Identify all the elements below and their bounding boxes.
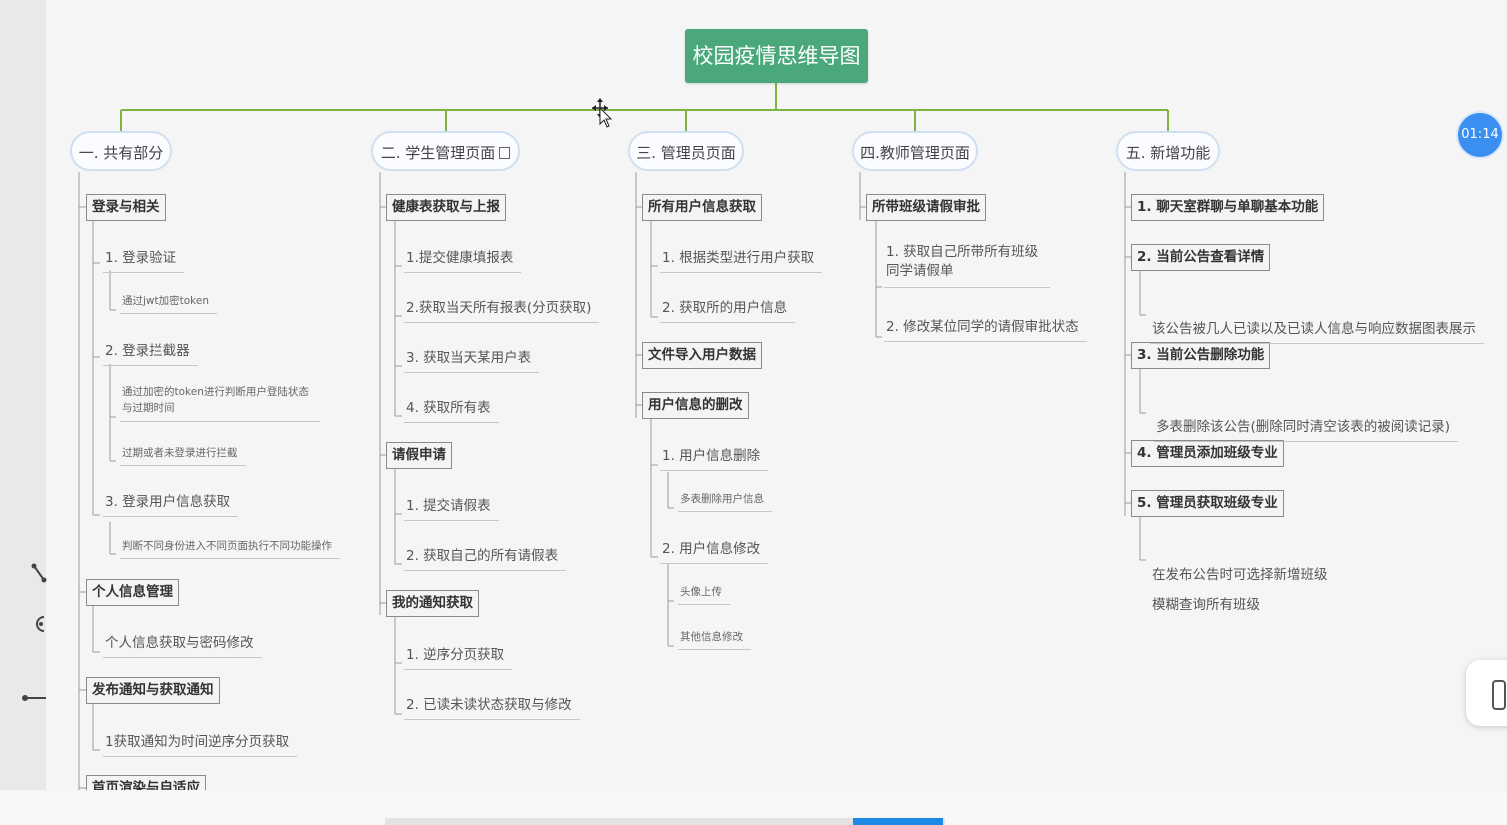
node-delete-records[interactable]: 多表删除该公告(删除同时清空该表的被阅读记录) bbox=[1154, 415, 1459, 442]
line-tool-icon[interactable] bbox=[20, 690, 48, 706]
node-read-chart[interactable]: 该公告被几人已读以及已读人信息与响应数据图表展示 bbox=[1150, 317, 1484, 344]
node-user-report[interactable]: 3. 获取当天某用户表 bbox=[404, 346, 540, 373]
node-profile-password[interactable]: 个人信息获取与密码修改 bbox=[103, 631, 262, 658]
node-reverse-paging[interactable]: 1. 逆序分页获取 bbox=[404, 643, 513, 670]
node-submit-health[interactable]: 1.提交健康填报表 bbox=[404, 246, 522, 273]
branch-label: 三. 管理员页面 bbox=[636, 144, 736, 162]
section-profile[interactable]: 个人信息管理 bbox=[86, 579, 179, 606]
node-avatar-upload[interactable]: 头像上传 bbox=[678, 584, 730, 605]
node-daily-reports[interactable]: 2.获取当天所有报表(分页获取) bbox=[404, 296, 600, 323]
node-fuzzy-search[interactable]: 模糊查询所有班级 bbox=[1152, 597, 1260, 613]
floating-widget[interactable] bbox=[1466, 660, 1507, 726]
horizontal-scrollbar[interactable] bbox=[385, 818, 945, 825]
node-user-modify[interactable]: 2. 用户信息修改 bbox=[660, 537, 769, 564]
node-multi-table-delete[interactable]: 多表删除用户信息 bbox=[678, 491, 772, 512]
node-intercept-expired[interactable]: 过期或者未登录进行拦截 bbox=[120, 445, 246, 466]
left-strip bbox=[0, 0, 46, 825]
section-leave-approval[interactable]: 所带班级请假审批 bbox=[866, 194, 986, 221]
branch-new-features[interactable]: 五. 新增功能 bbox=[1116, 131, 1220, 171]
node-notice-paging[interactable]: 1获取通知为时间逆序分页获取 bbox=[103, 730, 298, 757]
section-notice-detail[interactable]: 2. 当前公告查看详情 bbox=[1131, 244, 1271, 271]
node-login-interceptor[interactable]: 2. 登录拦截器 bbox=[103, 339, 198, 366]
branch-student-pages[interactable]: 二. 学生管理页面 bbox=[371, 131, 520, 171]
connector-tool-icon[interactable] bbox=[28, 560, 48, 590]
branch-label: 五. 新增功能 bbox=[1125, 144, 1211, 162]
node-login-user-info[interactable]: 3. 登录用户信息获取 bbox=[103, 490, 239, 517]
branch-admin-pages[interactable]: 三. 管理员页面 bbox=[628, 131, 744, 171]
scrollbar-thumb[interactable] bbox=[853, 818, 943, 825]
node-token-check[interactable]: 通过加密的token进行判断用户登陆状态与过期时间 bbox=[120, 384, 320, 422]
branch-common[interactable]: 一. 共有部分 bbox=[70, 131, 172, 171]
section-my-notices[interactable]: 我的通知获取 bbox=[386, 590, 479, 617]
node-jwt-token[interactable]: 通过jwt加密token bbox=[120, 293, 217, 314]
branch-label: 四.教师管理页面 bbox=[860, 144, 970, 162]
section-user-edit[interactable]: 用户信息的删改 bbox=[642, 392, 749, 419]
note-icon[interactable] bbox=[499, 147, 511, 159]
target-tool-icon[interactable] bbox=[32, 614, 48, 634]
section-file-import[interactable]: 文件导入用户数据 bbox=[642, 342, 762, 369]
branch-teacher-pages[interactable]: 四.教师管理页面 bbox=[852, 131, 978, 171]
section-notifications[interactable]: 发布通知与获取通知 bbox=[86, 677, 220, 704]
node-other-info[interactable]: 其他信息修改 bbox=[678, 629, 751, 650]
node-users-by-type[interactable]: 1. 根据类型进行用户获取 bbox=[660, 246, 823, 273]
mindmap-canvas[interactable] bbox=[46, 0, 1507, 790]
mindmap-root-title[interactable]: 校园疫情思维导图 bbox=[685, 29, 868, 83]
node-submit-leave[interactable]: 1. 提交请假表 bbox=[404, 494, 499, 521]
node-role-routing[interactable]: 判断不同身份进入不同页面执行不同功能操作 bbox=[120, 538, 340, 559]
node-read-status[interactable]: 2. 已读未读状态获取与修改 bbox=[404, 693, 580, 720]
node-my-leaves[interactable]: 2. 获取自己的所有请假表 bbox=[404, 544, 567, 571]
recording-timer[interactable]: 01:14 bbox=[1458, 113, 1502, 157]
node-user-delete[interactable]: 1. 用户信息删除 bbox=[660, 444, 769, 471]
section-all-users[interactable]: 所有用户信息获取 bbox=[642, 194, 762, 221]
section-health-report[interactable]: 健康表获取与上报 bbox=[386, 194, 506, 221]
node-class-leaves[interactable]: 1. 获取自己所带所有班级同学请假单 bbox=[884, 243, 1050, 288]
node-all-reports[interactable]: 4. 获取所有表 bbox=[404, 396, 499, 423]
section-notice-delete[interactable]: 3. 当前公告删除功能 bbox=[1131, 342, 1271, 369]
branch-label: 二. 学生管理页面 bbox=[380, 144, 496, 162]
section-add-class[interactable]: 4. 管理员添加班级专业 bbox=[1131, 440, 1284, 467]
section-chat[interactable]: 1. 聊天室群聊与单聊基本功能 bbox=[1131, 194, 1325, 221]
node-approval-status[interactable]: 2. 修改某位同学的请假审批状态 bbox=[884, 315, 1087, 342]
section-login[interactable]: 登录与相关 bbox=[86, 194, 166, 221]
section-leave-request[interactable]: 请假申请 bbox=[386, 442, 452, 469]
section-get-class[interactable]: 5. 管理员获取班级专业 bbox=[1131, 490, 1284, 517]
node-login-verify[interactable]: 1. 登录验证 bbox=[103, 246, 185, 273]
node-select-class[interactable]: 在发布公告时可选择新增班级 bbox=[1152, 567, 1328, 583]
branch-label: 一. 共有部分 bbox=[78, 144, 164, 162]
move-cursor-icon bbox=[592, 98, 613, 128]
node-user-info[interactable]: 2. 获取所的用户信息 bbox=[660, 296, 796, 323]
tv-icon bbox=[1492, 680, 1506, 710]
